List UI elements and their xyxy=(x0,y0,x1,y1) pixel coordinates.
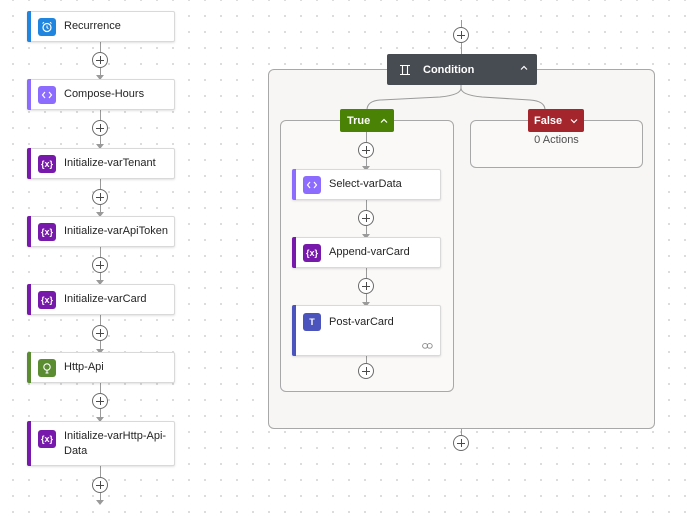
add-step-plus-icon[interactable] xyxy=(358,210,374,226)
action-card-http-api[interactable]: Http-Api xyxy=(27,352,175,383)
add-step-plus-icon[interactable] xyxy=(92,120,108,136)
chevron-down-icon[interactable] xyxy=(569,116,579,126)
chevron-up-icon[interactable] xyxy=(379,116,389,126)
action-label: Http-Api xyxy=(64,361,104,373)
accent-bar xyxy=(27,148,31,179)
add-step-plus-icon[interactable] xyxy=(453,27,469,43)
condition-label: Condition xyxy=(423,63,475,76)
action-card-initialize-varhttp-api-data[interactable]: {x} Initialize-varHttp-Api-Data xyxy=(27,421,175,466)
false-branch-container xyxy=(470,120,643,168)
accent-bar xyxy=(27,79,31,110)
action-card-select-vardata[interactable]: Select-varData xyxy=(292,169,441,200)
variable-icon: {x} xyxy=(303,243,321,262)
variable-icon: {x} xyxy=(38,430,56,448)
globe-http-icon xyxy=(38,358,56,377)
true-branch-label: True xyxy=(347,114,371,127)
connector-arrow xyxy=(96,500,104,505)
add-step-plus-icon[interactable] xyxy=(453,435,469,451)
select-data-icon xyxy=(303,175,321,194)
condition-icon xyxy=(399,64,411,76)
action-label: Compose-Hours xyxy=(64,88,145,100)
condition-header[interactable]: Condition xyxy=(387,54,537,85)
connector-line xyxy=(366,356,367,364)
connector-line xyxy=(461,429,462,437)
add-step-plus-icon[interactable] xyxy=(358,363,374,379)
add-step-plus-icon[interactable] xyxy=(358,142,374,158)
add-step-plus-icon[interactable] xyxy=(92,477,108,493)
variable-icon: {x} xyxy=(38,222,56,241)
link-icon xyxy=(422,342,433,350)
connector-arrow xyxy=(96,144,104,149)
connector-arrow xyxy=(96,75,104,80)
action-label: Recurrence xyxy=(64,20,121,32)
accent-bar xyxy=(292,237,296,268)
action-label: Select-varData xyxy=(329,178,402,190)
accent-bar xyxy=(27,421,31,466)
action-card-initialize-vartenant[interactable]: {x} Initialize-varTenant xyxy=(27,148,175,179)
accent-bar xyxy=(27,216,31,247)
accent-bar xyxy=(292,169,296,200)
action-card-recurrence[interactable]: Recurrence xyxy=(27,11,175,42)
connector-arrow xyxy=(96,417,104,422)
add-step-plus-icon[interactable] xyxy=(92,325,108,341)
add-step-plus-icon[interactable] xyxy=(358,278,374,294)
add-step-plus-icon[interactable] xyxy=(92,393,108,409)
connector-arrow xyxy=(362,166,370,171)
connector-arrow xyxy=(96,280,104,285)
connector-arrow xyxy=(96,349,104,354)
alarm-clock-icon xyxy=(38,17,56,36)
add-step-plus-icon[interactable] xyxy=(92,257,108,273)
action-card-compose-hours[interactable]: Compose-Hours xyxy=(27,79,175,110)
action-label: Initialize-varHttp-Api-Data xyxy=(64,429,167,457)
action-card-post-varcard[interactable]: T Post-varCard xyxy=(292,305,441,356)
action-card-initialize-varcard[interactable]: {x} Initialize-varCard xyxy=(27,284,175,315)
action-label: Initialize-varApiToken xyxy=(64,225,168,237)
false-branch-header[interactable]: False xyxy=(528,109,584,132)
add-step-plus-icon[interactable] xyxy=(92,52,108,68)
accent-bar xyxy=(27,11,31,42)
teams-icon: T xyxy=(303,313,321,331)
branch-connectors xyxy=(366,85,546,111)
action-label: Initialize-varCard xyxy=(64,293,147,305)
chevron-up-icon[interactable] xyxy=(519,63,529,76)
action-label: Post-varCard xyxy=(329,316,394,328)
connector-arrow xyxy=(362,302,370,307)
accent-bar xyxy=(292,305,296,356)
connector-arrow xyxy=(96,212,104,217)
action-label: Append-varCard xyxy=(329,246,410,258)
compose-code-icon xyxy=(38,85,56,104)
action-card-append-varcard[interactable]: {x} Append-varCard xyxy=(292,237,441,268)
false-branch-label: False xyxy=(534,114,563,127)
false-branch-empty-text: 0 Actions xyxy=(534,134,579,146)
add-step-plus-icon[interactable] xyxy=(92,189,108,205)
action-label: Initialize-varTenant xyxy=(64,157,156,169)
true-branch-header[interactable]: True xyxy=(340,109,394,132)
accent-bar xyxy=(27,284,31,315)
variable-icon: {x} xyxy=(38,290,56,309)
connector-arrow xyxy=(362,234,370,239)
action-card-initialize-varapitoken[interactable]: {x} Initialize-varApiToken xyxy=(27,216,175,247)
accent-bar xyxy=(27,352,31,383)
variable-icon: {x} xyxy=(38,154,56,173)
